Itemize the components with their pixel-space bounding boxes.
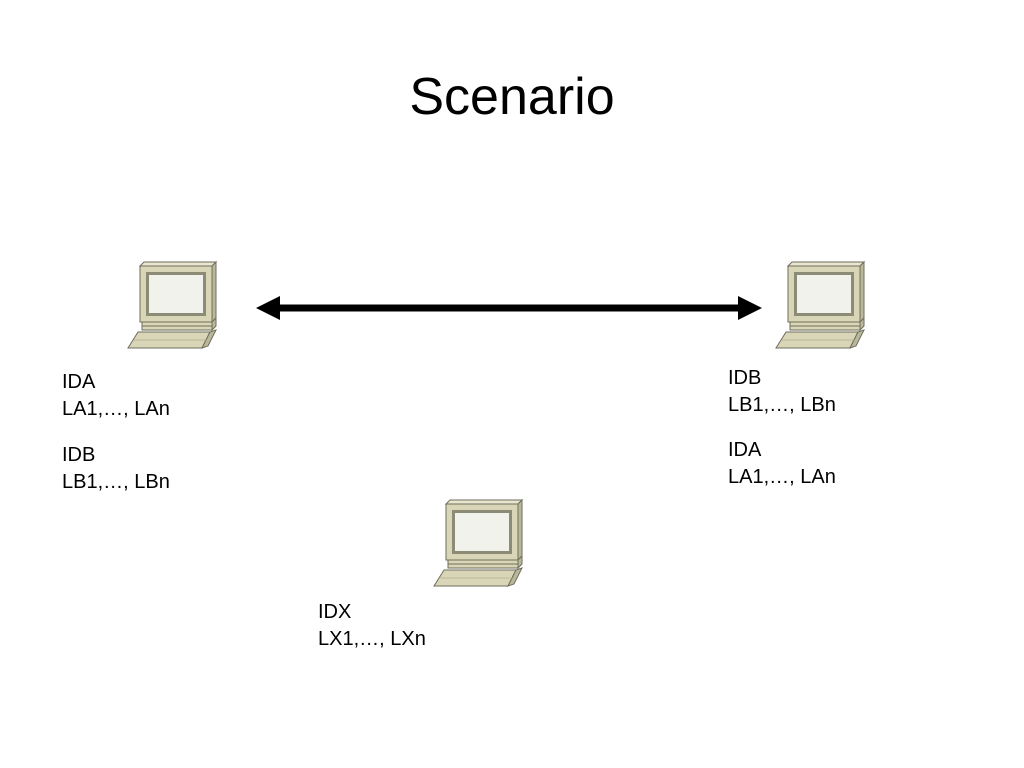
node-labels: LB1,…, LBn bbox=[728, 394, 836, 416]
node-id: IDX bbox=[318, 601, 352, 623]
node-a-entry: IDA LA1,…, LAn bbox=[62, 369, 170, 423]
node-labels: LA1,…, LAn bbox=[728, 466, 836, 488]
node-labels: LX1,…, LXn bbox=[318, 628, 426, 650]
computer-icon-node-b bbox=[772, 260, 868, 356]
bidirectional-arrow bbox=[250, 290, 770, 326]
computer-icon-node-x bbox=[430, 498, 526, 594]
arrow-head-right bbox=[738, 296, 762, 320]
computer-icon-node-a bbox=[124, 260, 220, 356]
node-labels: LA1,…, LAn bbox=[62, 398, 170, 420]
node-id: IDB bbox=[728, 367, 762, 389]
node-id: IDB bbox=[62, 444, 96, 466]
node-labels: LB1,…, LBn bbox=[62, 471, 170, 493]
node-b-entry: IDB LB1,…, LBn bbox=[728, 365, 836, 419]
node-id: IDA bbox=[728, 439, 762, 461]
arrow-head-left bbox=[256, 296, 280, 320]
node-x-entry: IDX LX1,…, LXn bbox=[318, 599, 426, 653]
node-a-entry: IDB LB1,…, LBn bbox=[62, 442, 170, 496]
node-id: IDA bbox=[62, 371, 96, 393]
node-b-entry: IDA LA1,…, LAn bbox=[728, 437, 836, 491]
slide-title: Scenario bbox=[409, 68, 615, 126]
